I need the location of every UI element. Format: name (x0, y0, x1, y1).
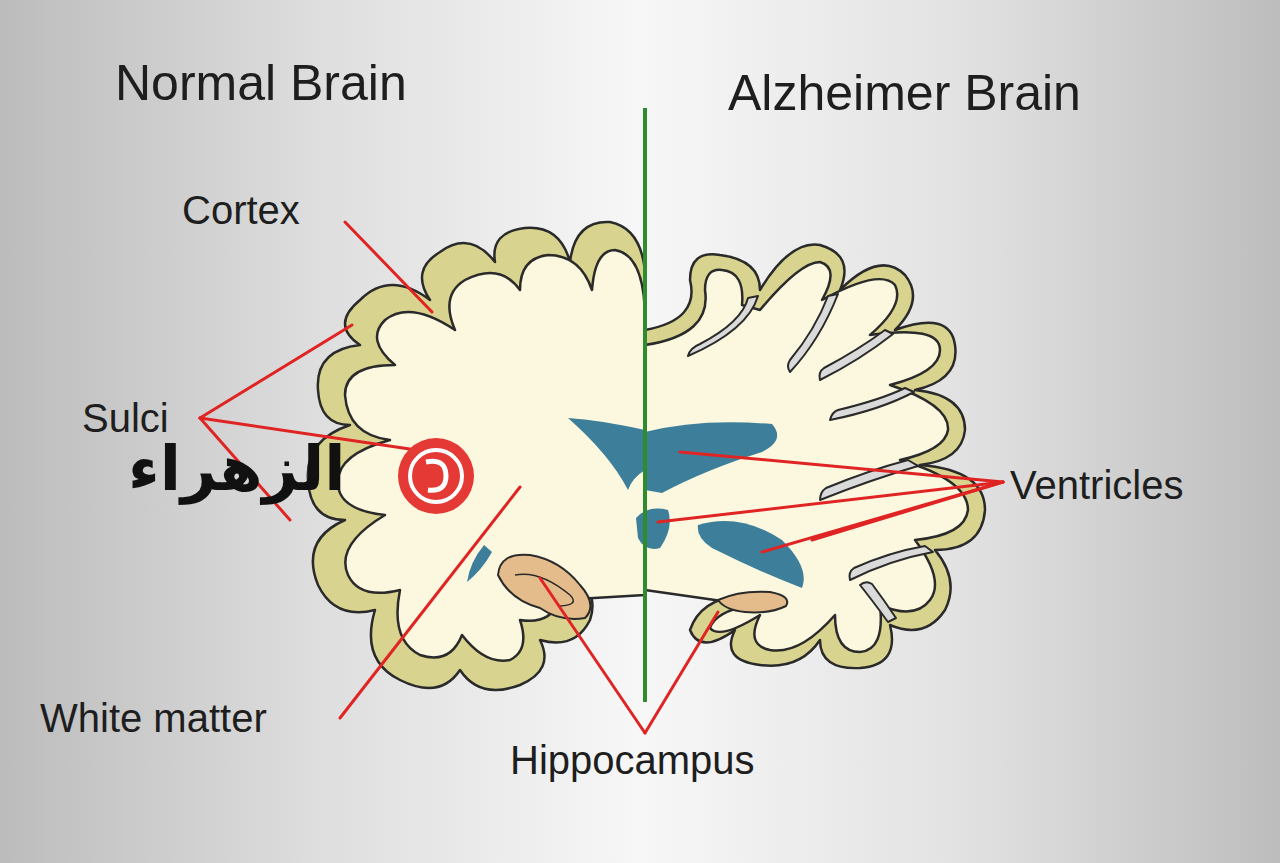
widened-sulcus (788, 294, 838, 372)
widened-sulcus (830, 388, 914, 420)
leader-line (812, 482, 1003, 540)
part-label: White matter (40, 698, 267, 738)
alzheimer-ventricle (645, 422, 777, 493)
leader-line (200, 325, 352, 418)
leader-line (680, 452, 1003, 482)
alzheimer-ventricle (636, 509, 670, 549)
alzheimer-white-matter (645, 262, 968, 652)
part-label: Cortex (182, 190, 300, 230)
leader-line (340, 487, 520, 718)
leader-line (540, 578, 645, 733)
alzheimer-hippocampus (718, 592, 787, 613)
widened-sulcus (688, 296, 758, 356)
midline (643, 108, 647, 702)
alzheimer-cortex (645, 245, 985, 669)
normal-white-matter (338, 250, 645, 661)
widened-sulcus (860, 582, 896, 622)
part-label: Hippocampus (510, 740, 755, 780)
leader-line (645, 612, 718, 733)
widened-sulcus (850, 546, 934, 580)
hippocampus-fold (515, 574, 573, 606)
leader-line (762, 482, 1003, 552)
part-label: Ventricles (1010, 465, 1183, 505)
panel-heading: Normal Brain (115, 58, 407, 108)
leader-line (345, 222, 432, 312)
leader-line (658, 482, 1003, 522)
normal-ventricle (568, 418, 645, 490)
part-label: Sulci (82, 398, 169, 438)
panel-heading: Alzheimer Brain (728, 68, 1081, 118)
normal-cortex (308, 222, 646, 690)
watermark-logo (398, 438, 474, 514)
alzheimer-ventricle (698, 521, 804, 588)
widened-sulcus (820, 330, 894, 380)
watermark: الزهراء (128, 438, 346, 500)
